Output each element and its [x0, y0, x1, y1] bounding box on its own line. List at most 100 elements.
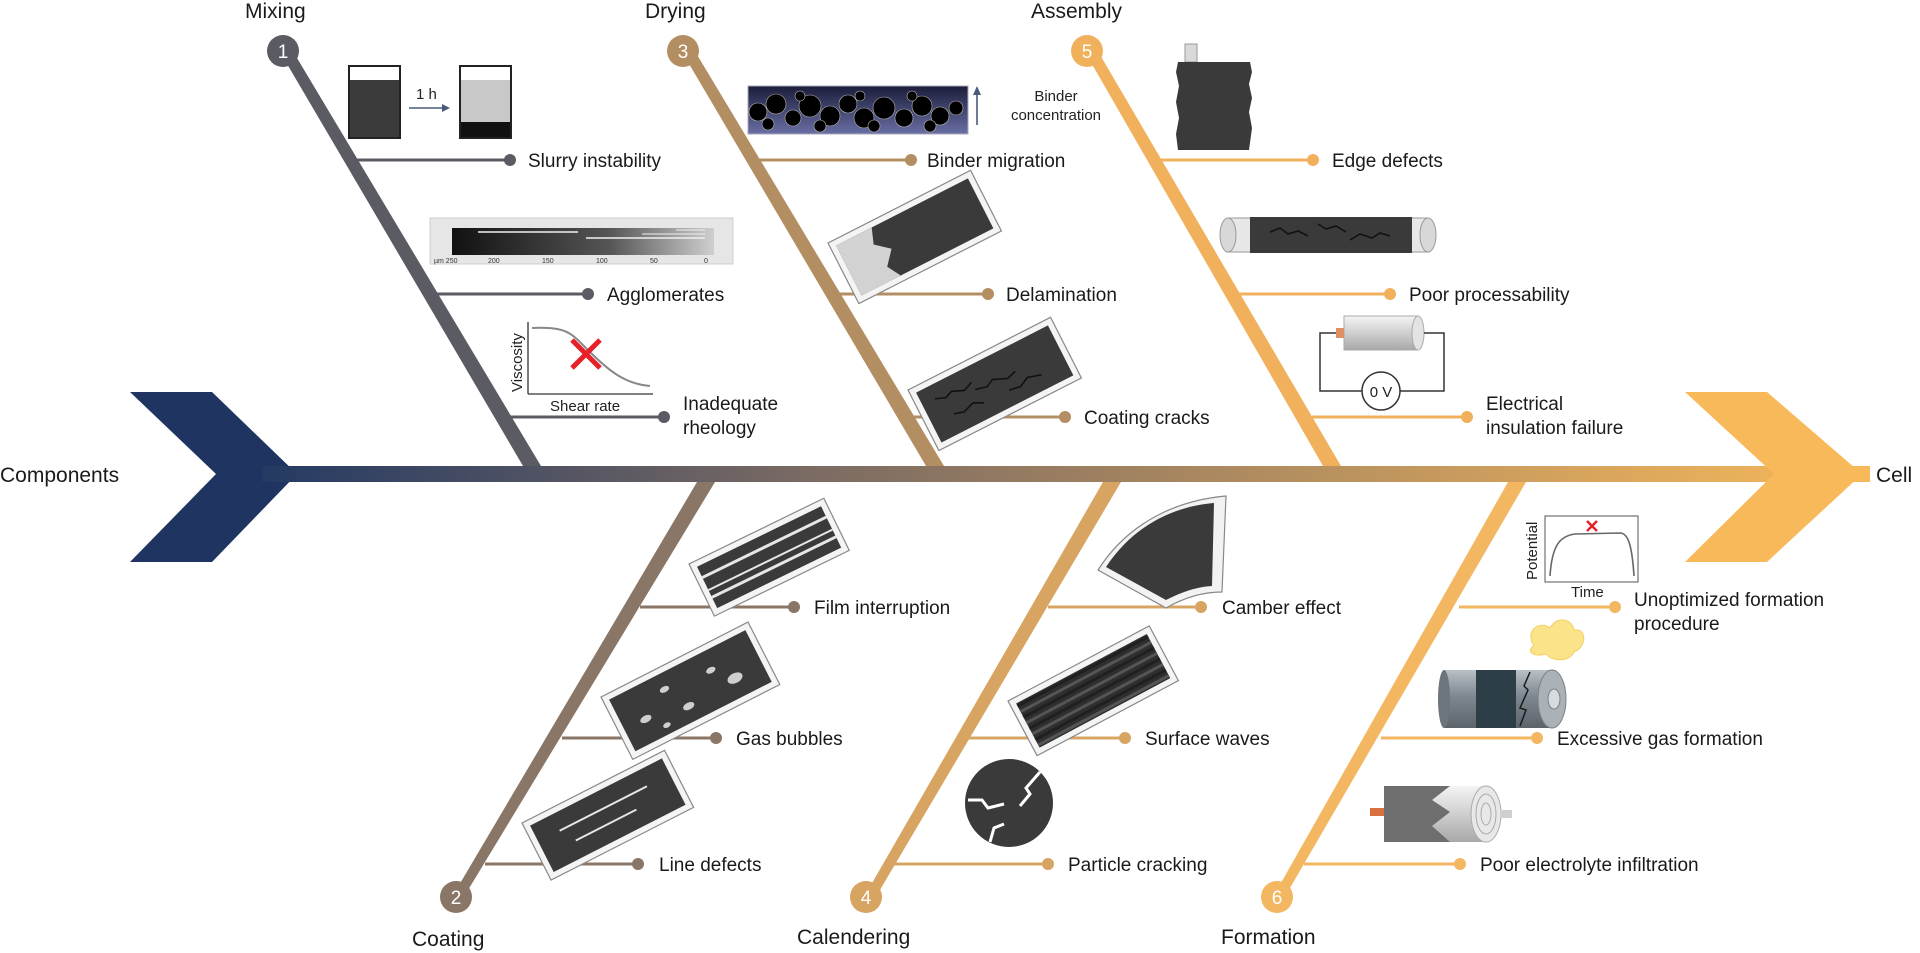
cause-line-defects: Line defects	[485, 855, 761, 876]
time-label: 1 h	[416, 86, 437, 103]
cause-label: Surface waves	[1145, 729, 1270, 750]
stage-name: Assembly	[1031, 0, 1123, 23]
stage-calendering: 4 Calendering	[797, 881, 910, 949]
stage-name: Mixing	[245, 0, 306, 23]
cause-surface-waves: Surface waves	[969, 729, 1270, 750]
stage-number-badge	[267, 35, 299, 67]
scale-tick-label: 200	[488, 258, 500, 265]
components-label: Components	[0, 464, 119, 487]
stage-number-badge	[1071, 35, 1103, 67]
cause-binder-migration: Binder migration	[749, 151, 1065, 172]
electrode-sheet-icon	[688, 497, 851, 617]
stage-number-badge	[667, 35, 699, 67]
stage-number: 2	[451, 888, 462, 909]
cause-label: Delamination	[1006, 285, 1117, 306]
beaker-icon: 1 h	[348, 65, 512, 139]
cause-label: Binder migration	[927, 151, 1065, 172]
main-spine	[262, 466, 1870, 482]
cause-label: Edge defects	[1332, 151, 1443, 172]
scale-tick-label: µm 250	[434, 258, 458, 265]
cause-label: Line defects	[659, 855, 761, 876]
scale-tick-label: 150	[542, 258, 554, 265]
voltage-reading: 0 V	[1370, 384, 1393, 401]
stage-number-badge	[440, 881, 472, 913]
bone-assembly	[1085, 48, 1341, 466]
cause-camber-effect: Camber effect	[1048, 598, 1342, 619]
cause-edge-defects: Edge defects	[1151, 151, 1443, 172]
stage-number: 5	[1082, 42, 1093, 63]
cause-film-interruption: Film interruption	[640, 598, 950, 619]
pouch-cell-icon	[1176, 43, 1252, 150]
scale-tick-label: 0	[704, 258, 708, 265]
electrode-sheet-icon	[600, 621, 781, 761]
stage-name: Calendering	[797, 926, 910, 949]
stage-number-badge	[850, 881, 882, 913]
grindometer-scale: µm 250 200 150 100 50 0	[434, 258, 708, 265]
electrode-sheet-icon	[1097, 495, 1227, 609]
cylindrical-cell-icon	[1370, 785, 1512, 843]
electrode-sheet-icon	[827, 169, 1003, 305]
stage-drying: Drying 3	[645, 0, 706, 67]
stage-number: 4	[861, 888, 872, 909]
particle-icon	[965, 759, 1053, 847]
cause-branches: Slurry instability Agglomerates Inadequa…	[350, 151, 1824, 876]
stage-assembly: Assembly 5	[1031, 0, 1123, 67]
cause-label: Agglomerates	[607, 285, 724, 306]
stage-number-badge	[1261, 881, 1293, 913]
scale-tick-label: 50	[650, 258, 658, 265]
stage-formation: 6 Formation	[1221, 881, 1316, 949]
x-mark-icon	[1586, 520, 1598, 532]
cause-particle-cracking: Particle cracking	[892, 855, 1207, 876]
cause-label: Particle cracking	[1068, 855, 1207, 876]
grindometer-icon: µm 250 200 150 100 50 0	[429, 217, 734, 265]
cause-label: Gas bubbles	[736, 729, 843, 750]
bone-drying	[682, 48, 944, 466]
cause-label: Coating cracks	[1084, 408, 1210, 429]
bone-formation	[1273, 482, 1526, 900]
cell-arrowhead	[1685, 392, 1862, 562]
cylindrical-cell-icon	[1219, 217, 1437, 253]
stage-coating: 2 Coating	[412, 881, 484, 951]
viscosity-plot: Viscosity Shear rate	[509, 322, 653, 415]
cause-slurry-instability: Slurry instability	[350, 151, 662, 172]
cell-label: Cell	[1876, 464, 1912, 487]
bone-mixing	[280, 48, 541, 466]
voltmeter-icon: 0 V	[1319, 315, 1445, 411]
electrode-sheet-icon	[521, 749, 695, 881]
cause-label: Poor processability	[1409, 285, 1570, 306]
cause-poor-electrolyte-infiltration: Poor electrolyte infiltration	[1304, 855, 1699, 876]
cause-label: Camber effect	[1222, 598, 1342, 619]
shear-rate-axis-label: Shear rate	[550, 398, 620, 415]
stage-name: Formation	[1221, 926, 1316, 949]
cause-excessive-gas-formation: Excessive gas formation	[1381, 729, 1763, 750]
stage-mixing: Mixing 1	[245, 0, 306, 67]
stage-name: Drying	[645, 0, 706, 23]
stage-number: 6	[1272, 888, 1283, 909]
potential-axis-label: Potential	[1524, 522, 1541, 580]
stage-name: Coating	[412, 928, 484, 951]
stage-number: 3	[678, 42, 689, 63]
components-chevron	[130, 392, 297, 562]
electrode-sheet-icon	[907, 316, 1083, 452]
cause-poor-processability: Poor processability	[1234, 285, 1570, 306]
viscosity-axis-label: Viscosity	[509, 333, 526, 392]
formation-plot: Potential Time	[1524, 515, 1639, 601]
x-mark-icon	[570, 338, 602, 370]
stage-number: 1	[278, 42, 289, 63]
bone-coating	[452, 482, 715, 900]
cause-label: Excessive gas formation	[1557, 729, 1763, 750]
cause-label: Poor electrolyte infiltration	[1480, 855, 1699, 876]
cause-label: Slurry instability	[528, 151, 662, 172]
scale-tick-label: 100	[596, 258, 608, 265]
cause-gas-bubbles: Gas bubbles	[562, 729, 843, 750]
bone-calendering	[864, 482, 1121, 900]
